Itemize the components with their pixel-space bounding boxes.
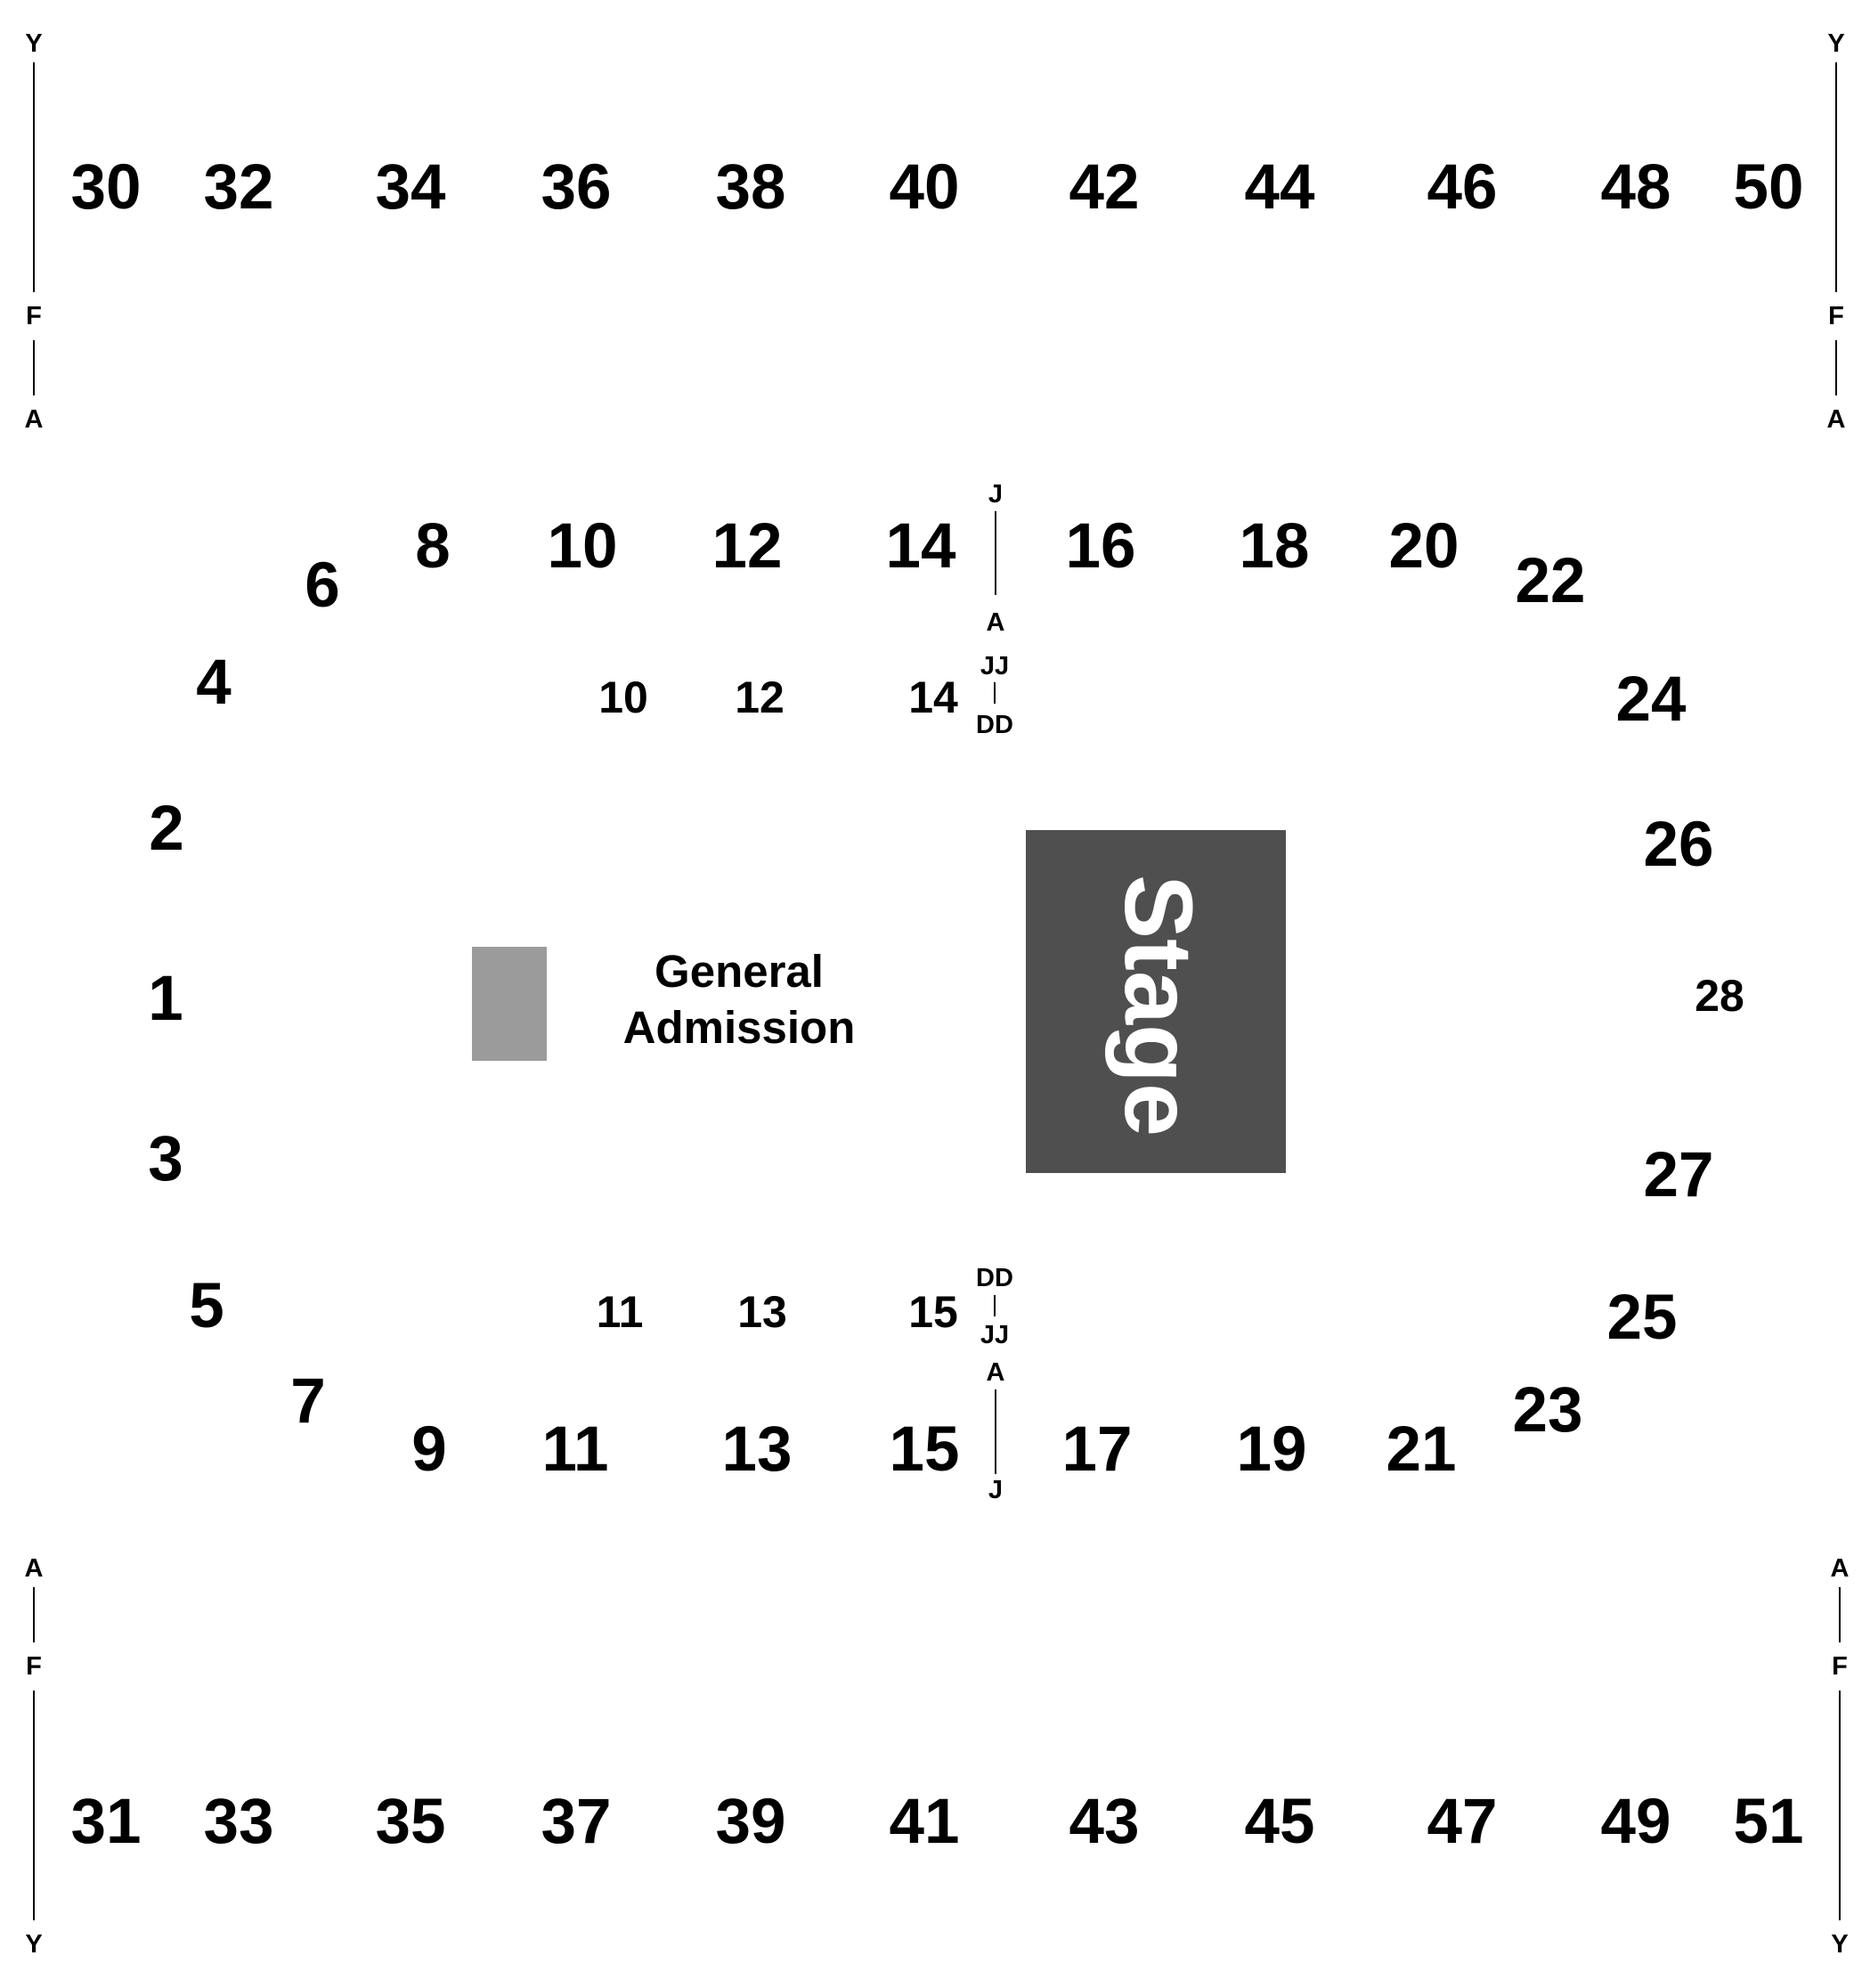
row-marker-top-left: Y F A — [20, 29, 48, 434]
section-26[interactable]: 26 — [1644, 810, 1714, 880]
general-admission-area[interactable] — [472, 947, 547, 1061]
row-label-a: A — [1831, 1554, 1850, 1583]
section-38[interactable]: 38 — [716, 152, 786, 223]
row-label-a: A — [1827, 405, 1846, 434]
row-label-y: Y — [25, 1930, 42, 1959]
section-50[interactable]: 50 — [1734, 152, 1804, 223]
section-21[interactable]: 21 — [1386, 1414, 1457, 1485]
row-marker-lower-top: J A — [987, 480, 1005, 637]
section-41[interactable]: 41 — [890, 1787, 960, 1857]
row-label-dd: DD — [976, 1264, 1013, 1292]
section-12[interactable]: 12 — [712, 511, 783, 582]
section-48[interactable]: 48 — [1601, 152, 1671, 223]
section-24[interactable]: 24 — [1616, 664, 1687, 735]
floor-section-12[interactable]: 12 — [735, 672, 785, 722]
section-46[interactable]: 46 — [1427, 152, 1498, 223]
row-marker-floor-top: JJ DD — [976, 652, 1013, 739]
row-label-a: A — [25, 405, 44, 434]
section-32[interactable]: 32 — [204, 152, 274, 223]
stage-area — [1026, 830, 1286, 1173]
lower-sections-left: 4 2 1 3 5 — [148, 648, 232, 1341]
stage-label: Stage — [1105, 875, 1213, 1137]
section-10[interactable]: 10 — [548, 511, 618, 582]
section-37[interactable]: 37 — [541, 1787, 612, 1857]
row-marker-lower-bottom: A J — [987, 1358, 1005, 1504]
label-backing — [20, 297, 48, 330]
row-label-dd: DD — [976, 711, 1013, 739]
section-39[interactable]: 39 — [716, 1787, 786, 1857]
row-label-a: A — [987, 1358, 1005, 1387]
row-label-f: F — [26, 1652, 42, 1681]
section-9[interactable]: 9 — [411, 1414, 447, 1485]
row-marker-floor-bottom: DD JJ — [976, 1264, 1013, 1349]
lower-sections-bottom: 7 9 11 13 15 17 19 21 23 — [290, 1366, 1582, 1485]
section-13[interactable]: 13 — [722, 1414, 793, 1485]
section-14[interactable]: 14 — [886, 511, 956, 582]
section-30[interactable]: 30 — [71, 152, 142, 223]
row-marker-bottom-right: A F Y — [1831, 1554, 1850, 1959]
floor-section-14[interactable]: 14 — [908, 672, 958, 722]
upper-sections-top: 30 32 34 36 38 40 42 44 46 48 50 — [71, 152, 1804, 223]
row-label-f: F — [1828, 302, 1844, 330]
section-19[interactable]: 19 — [1237, 1414, 1307, 1485]
general-admission-label-line2: Admission — [623, 1002, 856, 1053]
section-43[interactable]: 43 — [1069, 1787, 1140, 1857]
section-5[interactable]: 5 — [189, 1271, 224, 1341]
section-20[interactable]: 20 — [1389, 511, 1459, 582]
row-label-j: J — [988, 480, 1003, 509]
section-2[interactable]: 2 — [149, 794, 184, 864]
section-18[interactable]: 18 — [1240, 511, 1310, 582]
section-6[interactable]: 6 — [305, 550, 340, 621]
section-49[interactable]: 49 — [1601, 1787, 1671, 1857]
section-23[interactable]: 23 — [1513, 1375, 1583, 1446]
section-44[interactable]: 44 — [1245, 152, 1315, 223]
section-42[interactable]: 42 — [1069, 152, 1140, 223]
floor-section-11[interactable]: 11 — [597, 1287, 644, 1337]
row-label-j: J — [988, 1476, 1003, 1504]
section-7[interactable]: 7 — [290, 1366, 326, 1437]
floor-section-13[interactable]: 13 — [737, 1287, 787, 1337]
section-8[interactable]: 8 — [415, 511, 451, 582]
section-36[interactable]: 36 — [541, 152, 612, 223]
section-33[interactable]: 33 — [204, 1787, 274, 1857]
lower-sections-right: 24 26 27 25 — [1607, 664, 1714, 1353]
section-47[interactable]: 47 — [1427, 1787, 1498, 1857]
section-1[interactable]: 1 — [148, 964, 183, 1034]
row-label-a: A — [25, 1554, 44, 1583]
row-label-f: F — [1832, 1652, 1848, 1681]
row-label-f: F — [26, 302, 42, 330]
floor-section-10[interactable]: 10 — [598, 672, 648, 722]
floor-section-15[interactable]: 15 — [908, 1287, 958, 1337]
section-3[interactable]: 3 — [148, 1124, 183, 1194]
section-16[interactable]: 16 — [1066, 511, 1136, 582]
section-35[interactable]: 35 — [376, 1787, 446, 1857]
row-label-a: A — [987, 608, 1005, 637]
section-45[interactable]: 45 — [1245, 1787, 1315, 1857]
section-34[interactable]: 34 — [376, 152, 446, 223]
row-label-y: Y — [1831, 1930, 1848, 1959]
upper-sections-bottom: 31 33 35 37 39 41 43 45 47 49 51 — [71, 1787, 1804, 1857]
section-31[interactable]: 31 — [71, 1787, 142, 1857]
row-label-jj: JJ — [980, 652, 1009, 680]
section-17[interactable]: 17 — [1062, 1414, 1133, 1485]
section-11[interactable]: 11 — [541, 1414, 608, 1485]
section-28[interactable]: 28 — [1695, 971, 1744, 1021]
floor-sections-bottom: 11 13 15 — [597, 1287, 958, 1337]
section-27[interactable]: 27 — [1644, 1140, 1714, 1210]
row-marker-top-right: Y F A — [1827, 29, 1846, 434]
section-51[interactable]: 51 — [1734, 1787, 1804, 1857]
section-15[interactable]: 15 — [890, 1414, 960, 1485]
row-label-y: Y — [1827, 29, 1844, 58]
row-label-y: Y — [25, 29, 42, 58]
row-marker-bottom-left: A F Y — [25, 1554, 44, 1959]
section-22[interactable]: 22 — [1516, 546, 1586, 616]
section-4[interactable]: 4 — [196, 648, 232, 718]
row-label-jj: JJ — [980, 1321, 1009, 1349]
lower-sections-top: 6 8 10 12 14 16 18 20 22 — [305, 511, 1585, 621]
section-25[interactable]: 25 — [1607, 1283, 1678, 1353]
general-admission-label-line1: General — [654, 946, 824, 997]
section-40[interactable]: 40 — [890, 152, 960, 223]
floor-sections-top: 10 12 14 — [598, 672, 958, 722]
